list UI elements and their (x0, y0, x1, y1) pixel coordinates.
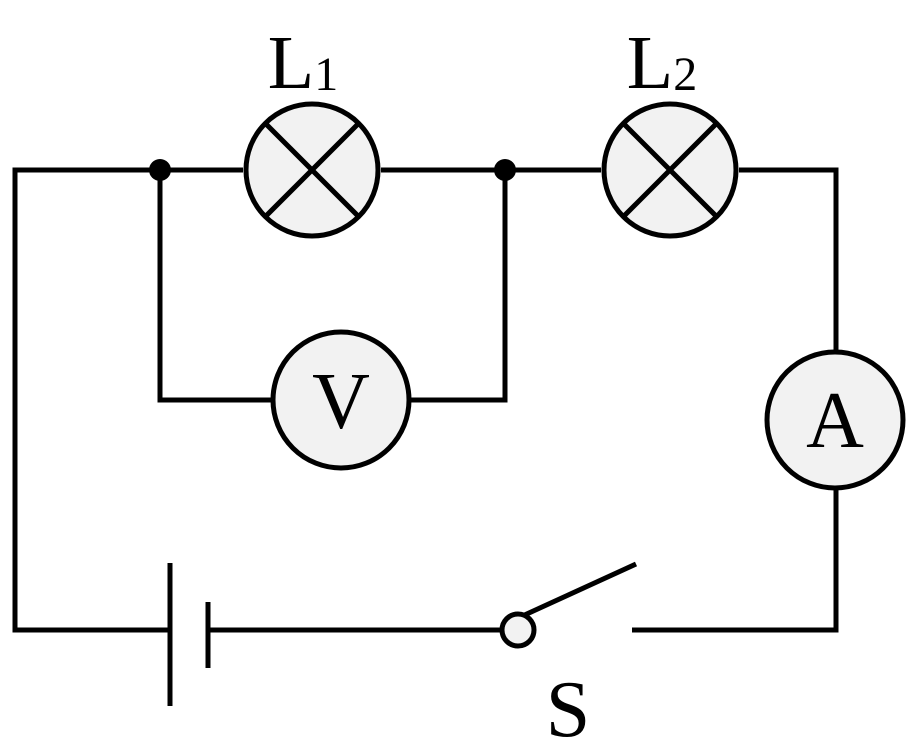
lamp-2 (601, 101, 739, 239)
lamp-1-label: L1 (268, 21, 338, 105)
lamp-1 (243, 101, 381, 239)
lamp-2-cross-b (621, 121, 719, 219)
ammeter-label: A (806, 377, 864, 465)
junction-dot-left (149, 159, 171, 181)
ammeter: A (764, 349, 906, 491)
meter-icon (270, 329, 412, 471)
wires (12, 167, 839, 633)
meter-icon (764, 349, 906, 491)
lamp-2-label-subscript: 2 (673, 48, 697, 101)
junction-dot-right (494, 159, 516, 181)
battery (167, 563, 211, 706)
switch-lever (516, 561, 638, 621)
switch-label: S (546, 666, 591, 750)
switch-icon (499, 611, 537, 649)
voltmeter: V (270, 329, 412, 471)
lamp-1-cross-b (263, 121, 361, 219)
voltmeter-label: V (312, 358, 370, 446)
lamp-1-label-subscript: 1 (314, 48, 338, 101)
lamp-2-label: L2 (627, 21, 697, 105)
switch (499, 561, 638, 649)
